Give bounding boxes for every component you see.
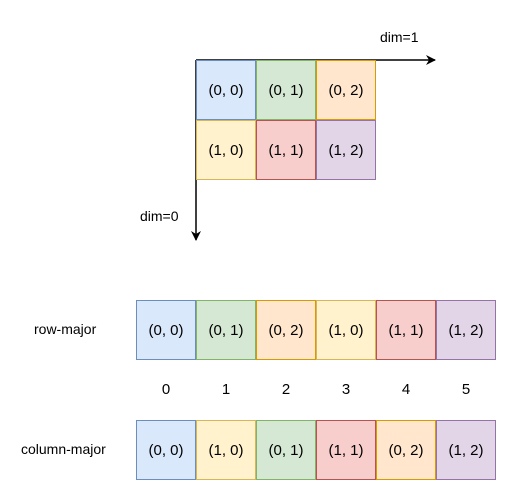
dim0-label: dim=0 (140, 208, 179, 224)
matrix-cell: (1, 0) (196, 120, 256, 180)
index-label: 1 (221, 381, 231, 398)
index-label: 3 (341, 381, 351, 398)
matrix-cell: (0, 0) (196, 60, 256, 120)
matrix-cell: (1, 2) (316, 120, 376, 180)
matrix-cell: (0, 1) (256, 60, 316, 120)
row-major-cell: (1, 1) (376, 300, 436, 360)
column-major-cell: (1, 1) (316, 420, 376, 480)
index-label: 4 (401, 381, 411, 398)
row-major-cell: (0, 2) (256, 300, 316, 360)
row-major-cell: (1, 2) (436, 300, 496, 360)
index-label: 2 (281, 381, 291, 398)
row-major-cell: (1, 0) (316, 300, 376, 360)
dim1-label: dim=1 (380, 29, 419, 45)
row-major-cell: (0, 1) (196, 300, 256, 360)
column-major-cell: (1, 0) (196, 420, 256, 480)
column-major-cell: (0, 1) (256, 420, 316, 480)
column-major-cell: (1, 2) (436, 420, 496, 480)
index-label: 0 (161, 381, 171, 398)
column-major-cell: (0, 2) (376, 420, 436, 480)
row-major-label: row-major (34, 321, 97, 337)
column-major-cell: (0, 0) (136, 420, 196, 480)
matrix-cell: (1, 1) (256, 120, 316, 180)
row-major-cell: (0, 0) (136, 300, 196, 360)
matrix-cell: (0, 2) (316, 60, 376, 120)
index-label: 5 (461, 381, 471, 398)
column-major-label: column-major (21, 441, 106, 457)
